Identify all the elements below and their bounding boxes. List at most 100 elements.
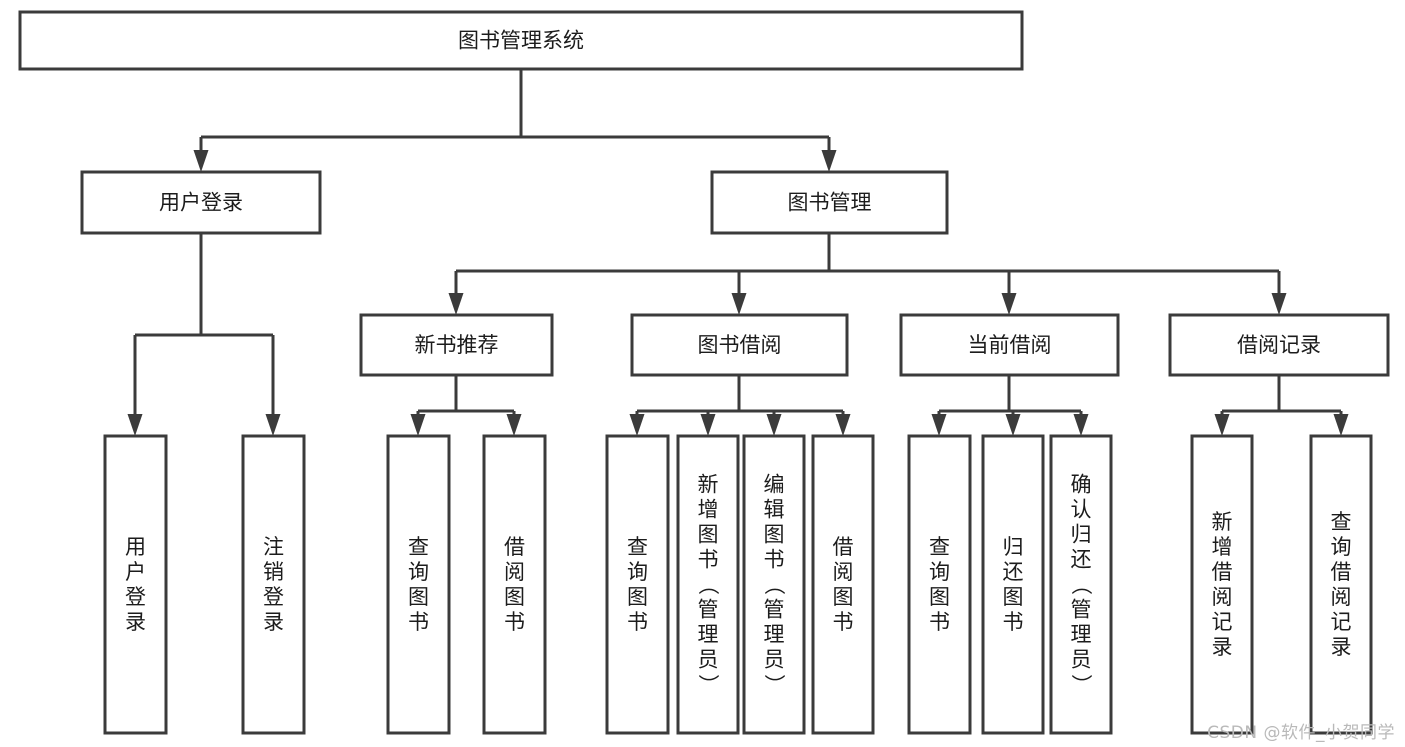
leaf-query-book-bb-label-char: 询 [627,560,648,584]
leaf-confirm-return-box[interactable] [1049,434,1113,735]
leaf-query-book-rec-label-char: 图 [408,585,429,609]
leaf-edit-book-label-char: 图 [764,523,785,547]
leaf-add-record-box[interactable] [1190,434,1254,735]
leaf-user-login-box[interactable] [103,434,168,735]
n-book-borrow[interactable]: 图书借阅 [630,313,849,377]
arr-leaf-add-book [700,411,716,436]
n-borrow-record[interactable]: 借阅记录 [1168,313,1390,377]
n-current-borrow[interactable]: 当前借阅 [899,313,1120,377]
leaf-user-login-label-char: 登 [125,585,146,609]
bus-current-borrow [939,375,1081,413]
leaf-borrow-book-bb-label-char: 图 [833,585,854,609]
n-current-borrow-box[interactable] [899,313,1120,377]
leaf-add-book-label-char: ） [696,674,720,695]
leaf-confirm-return-label-char: 还 [1071,548,1092,572]
arr-current-borrow-head [1001,293,1017,315]
n-new-book-rec-box[interactable] [359,313,554,377]
leaf-query-book-bb-label-char: 书 [627,610,648,634]
leaf-edit-book-label-char: 管 [764,598,785,622]
leaf-user-login-label-char: 用 [125,535,146,559]
root-box[interactable] [18,10,1024,71]
bus-borrow-record [1222,375,1341,413]
n-book-manage[interactable]: 图书管理 [710,170,949,235]
arr-leaf-edit-book-head [766,414,782,436]
arr-leaf-query-book-rec [410,411,426,436]
leaf-add-book-box[interactable] [676,434,740,735]
arr-leaf-add-record-head [1214,414,1230,436]
leaf-return-book-box[interactable] [981,434,1045,735]
arr-leaf-borrow-book-bb [835,411,851,436]
leaf-query-book-cb-label-char: 图 [929,585,950,609]
leaf-return-book-label-char: 归 [1003,535,1024,559]
leaf-confirm-return-label-char: （ [1069,574,1093,595]
leaf-logout-label-char: 销 [263,560,284,584]
bus-root [201,69,829,139]
leaf-query-record-box[interactable] [1309,434,1373,735]
arr-leaf-return-book [1005,411,1021,436]
leaf-borrow-book-rec-box[interactable] [482,434,547,735]
leaf-query-book-cb-box[interactable] [907,434,972,735]
n-book-borrow-box[interactable] [630,313,849,377]
leaf-add-record-label-char: 借 [1212,560,1233,584]
leaf-add-book-label-char: 图 [698,523,719,547]
leaf-logout-box[interactable] [241,434,306,735]
leaf-return-book-label-char: 图 [1003,585,1024,609]
leaf-query-book-rec-box[interactable] [386,434,451,735]
leaf-user-login[interactable]: 用户登录 [103,434,168,735]
arr-leaf-borrow-book-rec [506,411,522,436]
arr-leaf-query-book-rec-head [410,414,426,436]
leaf-query-record-label-char: 借 [1331,560,1352,584]
leaf-confirm-return-label-char: 认 [1071,498,1092,522]
n-user-login-box[interactable] [80,170,322,235]
leaf-edit-book-label-char: 员 [764,648,785,672]
arr-leaf-add-record [1214,411,1230,436]
n-book-manage-box[interactable] [710,170,949,235]
n-borrow-record-box[interactable] [1168,313,1390,377]
leaf-edit-book-label-char: 辑 [764,498,785,522]
leaf-query-book-rec-label-char: 询 [408,560,429,584]
leaf-add-record-label-char: 阅 [1212,585,1233,609]
leaf-query-book-bb-label-char: 查 [627,535,648,559]
arr-book-borrow-head [731,293,747,315]
leaf-logout-label-char: 注 [263,535,284,559]
n-current-borrow-label: 当前借阅 [968,333,1052,357]
leaf-query-book-bb-label-char: 图 [627,585,648,609]
leaf-query-book-cb-label-char: 询 [929,560,950,584]
bus-new-book-rec [418,375,514,413]
arr-user-login [193,137,209,172]
arr-leaf-logout [265,335,281,436]
arr-leaf-query-book-bb-head [629,414,645,436]
arr-leaf-query-book-bb [629,411,645,436]
leaf-add-book-label-char: 管 [698,598,719,622]
leaf-add-record-label-char: 增 [1212,535,1233,559]
arr-book-borrow [731,271,747,315]
arr-book-manage-head [821,150,837,172]
leaf-query-book-bb-box[interactable] [605,434,670,735]
leaf-borrow-book-bb-box[interactable] [811,434,875,735]
leaf-query-record-label-char: 阅 [1331,585,1352,609]
arr-leaf-user-login-head [127,414,143,436]
leaf-add-book-label-char: 书 [698,548,719,572]
n-user-login[interactable]: 用户登录 [80,170,322,235]
leaf-logout-label-char: 登 [263,585,284,609]
n-new-book-rec[interactable]: 新书推荐 [359,313,554,377]
root[interactable]: 图书管理系统 [18,10,1024,71]
leaf-edit-book-box[interactable] [742,434,806,735]
root-label: 图书管理系统 [458,29,584,53]
leaf-return-book-label-char: 还 [1003,560,1024,584]
arr-leaf-query-record-head [1333,414,1349,436]
arr-book-manage [821,137,837,172]
leaf-borrow-book-rec-label-char: 阅 [504,560,525,584]
